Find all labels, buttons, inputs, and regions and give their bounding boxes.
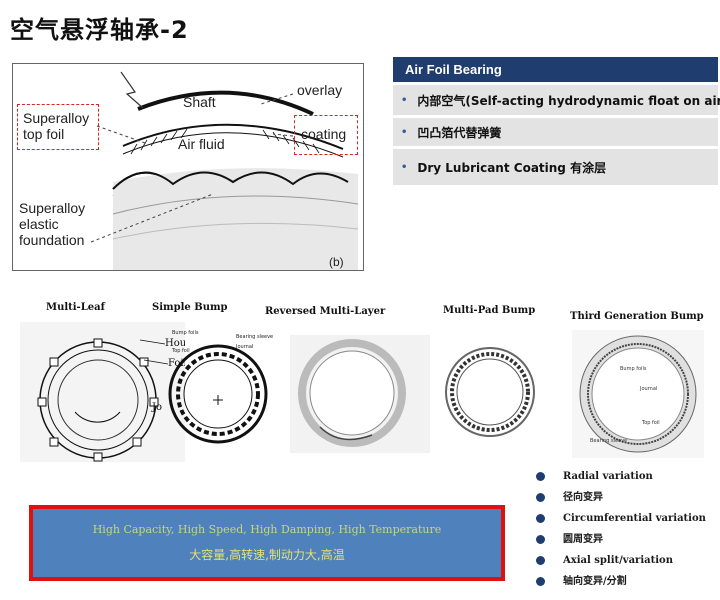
list-item: 轴向变异/分割 <box>533 575 706 596</box>
top-foil-label: Superalloy top foil <box>23 110 90 142</box>
reversed-multi-layer-label: Reversed Multi-Layer <box>265 306 386 317</box>
list-item-text: Axial split/variation <box>563 555 673 566</box>
page-title: 空气悬浮轴承-2 <box>10 16 189 44</box>
list-item-text: 径向变异 <box>563 492 603 503</box>
panel-row-text: 凹凸箔代替弹簧 <box>417 125 502 140</box>
bullet-icon <box>536 577 545 586</box>
third-gen-bump-label: Third Generation Bump <box>570 311 704 322</box>
simple-bump-figure: Bump foils Top foil Bearing sleeve Journ… <box>168 330 273 444</box>
bump-foil-annotation: Bump foils <box>172 330 199 336</box>
panel-tag: (b) <box>329 255 344 269</box>
panel-row: • 凹凸箔代替弹簧 <box>393 118 718 146</box>
panel-row-text: Dry Lubricant Coating 有涂层 <box>417 160 607 175</box>
multi-leaf-figure: Hous Foil Jo <box>20 322 185 462</box>
list-item: Axial split/variation <box>533 554 706 575</box>
list-item: 圆周变异 <box>533 533 706 554</box>
bullet-icon <box>536 535 545 544</box>
panel-row: • Dry Lubricant Coating 有涂层 <box>393 149 718 185</box>
top-foil-annotation: Top foil <box>641 420 660 426</box>
coating-highlight <box>294 115 358 155</box>
summary-chinese: 大容量,高转速,制动力大,高温 <box>189 548 345 562</box>
third-gen-bump-figure: Bump foils Journal Top foil Bearing slee… <box>572 330 704 458</box>
list-item: Circumferential variation <box>533 512 706 533</box>
multi-leaf-label: Multi-Leaf <box>46 302 105 313</box>
bullet-icon <box>536 556 545 565</box>
list-item: Radial variation <box>533 470 706 491</box>
schematic-drawing <box>90 71 359 270</box>
bullet-icon: • <box>401 161 408 173</box>
coating-label: coating <box>301 126 347 142</box>
bearing-sleeve-annotation: Bearing sleeve <box>590 438 627 444</box>
multi-pad-bump-figure <box>445 347 535 437</box>
list-item-text: Circumferential variation <box>563 513 706 524</box>
foundation-label: Superalloy elastic foundation <box>19 200 86 248</box>
simple-bump-label: Simple Bump <box>152 302 228 313</box>
shaft-label: Shaft <box>183 94 216 110</box>
variation-list: Radial variation 径向变异 Circumferential va… <box>533 470 706 596</box>
panel-row: • 内部空气(Self-acting hydrodynamic float on… <box>393 85 720 115</box>
air-foil-bearing-panel: Air Foil Bearing • 内部空气(Self-acting hydr… <box>393 57 720 185</box>
overlay-label: overlay <box>297 82 343 98</box>
panel-header: Air Foil Bearing <box>393 57 718 82</box>
journal-annotation: Journal <box>235 344 253 350</box>
bullet-icon: • <box>401 94 408 106</box>
list-item-text: 轴向变异/分割 <box>563 576 627 587</box>
bump-foils-annotation: Bump foils <box>620 366 647 372</box>
bullet-icon: • <box>401 126 408 138</box>
capabilities-summary-box: High Capacity, High Speed, High Damping,… <box>29 505 505 581</box>
journal-annotation: Jo <box>151 402 162 413</box>
reversed-multi-layer-figure <box>290 335 430 453</box>
air-fluid-label: Air fluid <box>178 136 225 152</box>
top-foil-highlight <box>17 104 99 150</box>
panel-row-text: 内部空气(Self-acting hydrodynamic float on a… <box>417 93 720 108</box>
journal-annotation: Journal <box>639 386 657 392</box>
list-item: 径向变异 <box>533 491 706 512</box>
multi-pad-bump-label: Multi-Pad Bump <box>443 305 536 316</box>
list-item-text: Radial variation <box>563 471 653 482</box>
foil-bearing-schematic: Shaft overlay Superalloy top foil coatin… <box>12 63 364 271</box>
top-foil-annotation: Top foil <box>171 348 190 354</box>
foil-annotation: Foil <box>168 358 185 369</box>
bullet-icon <box>536 514 545 523</box>
housing-annotation: Hous <box>165 338 185 349</box>
bullet-icon <box>536 493 545 502</box>
summary-english: High Capacity, High Speed, High Damping,… <box>92 523 442 536</box>
bullet-icon <box>536 472 545 481</box>
bearing-sleeve-annotation: Bearing sleeve <box>236 334 273 340</box>
list-item-text: 圆周变异 <box>563 534 603 545</box>
